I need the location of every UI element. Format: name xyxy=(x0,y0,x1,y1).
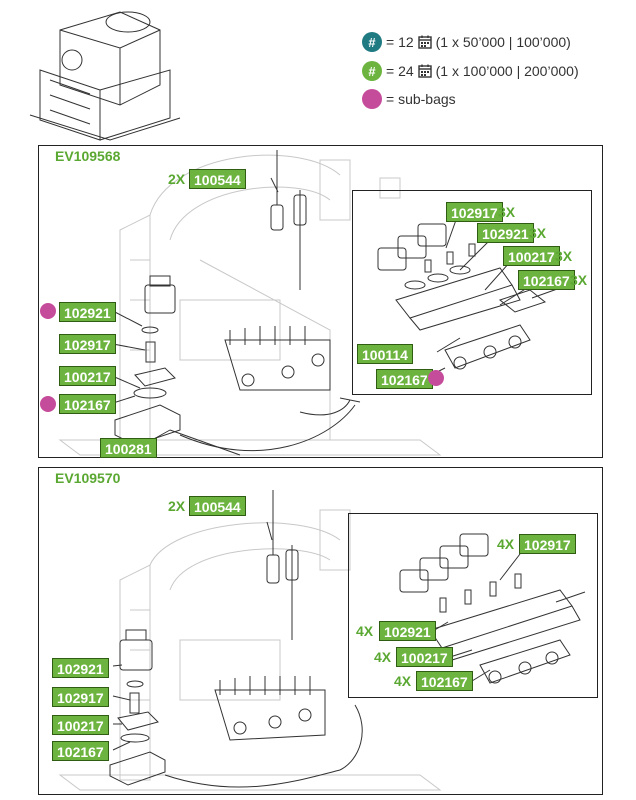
machine-thumbnail xyxy=(29,11,181,141)
panel2-inset-frame xyxy=(348,513,598,698)
panel1-inset-frame xyxy=(352,190,592,395)
panel1-probe-label: 100544 xyxy=(189,169,246,189)
panel1-code: EV109568 xyxy=(55,148,121,164)
panel1-inset-102917-qty: 3X xyxy=(498,204,516,220)
magenta-subbag-dot xyxy=(362,89,382,109)
panel1-seal-label: 100217 xyxy=(59,366,116,386)
panel2-inset-102167-qty: 4X xyxy=(394,673,412,689)
panel2-tube-label: 102917 xyxy=(52,687,109,707)
panel1-background-machine xyxy=(58,154,442,456)
panel2-coil-label: 102921 xyxy=(52,658,109,678)
panel2-inset-102921-qty: 4X xyxy=(356,623,374,639)
panel1-parts xyxy=(114,150,361,456)
legend-detail-24: (1 x 100’000 | 200’000) xyxy=(435,63,579,79)
panel1-tube-label: 102917 xyxy=(59,334,116,354)
green-count-badge: # xyxy=(362,61,382,81)
legend-row-12: # = 12 (1 x 50’000 | 100’000) xyxy=(362,31,571,53)
panel2-code: EV109570 xyxy=(55,470,121,486)
panel2-inset-100217-label: 100217 xyxy=(396,647,453,667)
panel1-inset-102921-label: 102921 xyxy=(477,223,534,243)
legend-row-subbags: = sub-bags xyxy=(362,88,456,110)
panel1-inset-102167-label: 102167 xyxy=(518,270,575,290)
panel2-probe-label: 100544 xyxy=(189,496,246,516)
panel1-inset-subbag-dot xyxy=(428,370,444,386)
panel1-inset-102921-qty: 3X xyxy=(529,225,547,241)
panel2-inset-100217-qty: 4X xyxy=(374,649,392,665)
panel1-inset-102917-label: 102917 xyxy=(446,202,503,222)
legend-detail-12: (1 x 50’000 | 100’000) xyxy=(435,34,571,50)
panel1-subbag-dot-oring xyxy=(40,396,56,412)
panel2-seal-label: 100217 xyxy=(52,715,109,735)
panel1-inset-102167b-label: 102167 xyxy=(376,369,433,389)
panel-ev109570 xyxy=(38,467,603,795)
panel2-probe-qty: 2X xyxy=(168,498,186,514)
legend-row-24: # = 24 (1 x 100’000 | 200’000) xyxy=(362,60,579,82)
calendar-icon xyxy=(417,64,432,78)
panel1-coil-label: 102921 xyxy=(59,302,116,322)
legend-eq-12: = 12 xyxy=(386,34,414,50)
panel-ev109568 xyxy=(38,145,603,458)
panel1-oring-label: 102167 xyxy=(59,394,116,414)
panel1-probe-qty: 2X xyxy=(168,171,186,187)
panel2-inset-102917-qty: 4X xyxy=(497,536,515,552)
panel1-inset-100217-label: 100217 xyxy=(503,246,560,266)
panel1-inset-parts xyxy=(377,223,561,370)
panel1-inset-100114-label: 100114 xyxy=(357,344,413,364)
panel1-subbag-dot-coil xyxy=(40,303,56,319)
panel1-body-label: 100281 xyxy=(100,438,157,458)
panel1-leader-lines xyxy=(109,177,528,441)
panel1-inset-102167-qty: 3X xyxy=(570,272,588,288)
teal-count-badge: # xyxy=(362,32,382,52)
legend-eq-24: = 24 xyxy=(386,63,414,79)
panel2-inset-102167-label: 102167 xyxy=(416,671,473,691)
calendar-icon xyxy=(417,35,432,49)
panel2-background-machine xyxy=(58,509,442,791)
panel2-parts xyxy=(109,490,363,788)
legend-subbags-text: = sub-bags xyxy=(386,91,456,107)
panel2-oring-label: 102167 xyxy=(52,741,109,761)
panel2-inset-102917-label: 102917 xyxy=(519,534,576,554)
panel2-inset-102921-label: 102921 xyxy=(379,621,436,641)
panel1-inset-100217-qty: 3X xyxy=(555,248,573,264)
